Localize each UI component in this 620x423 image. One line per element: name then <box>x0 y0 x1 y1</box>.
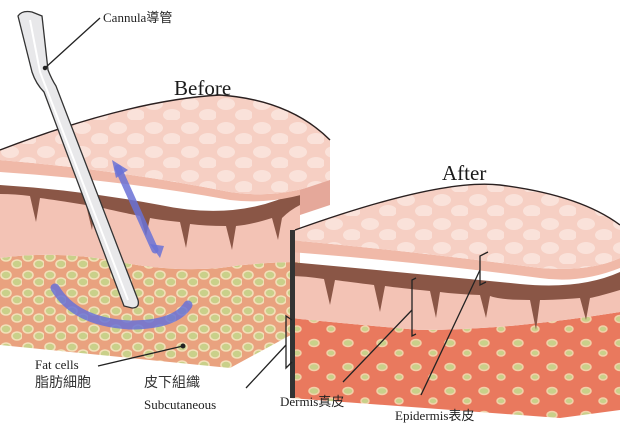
subcutaneous-label-zh: 皮下組織 <box>144 375 200 391</box>
subcutaneous-label-en: Subcutaneous <box>144 397 217 412</box>
epidermis-label: Epidermis表皮 <box>395 408 475 423</box>
after-title: After <box>442 161 487 185</box>
cannula-label: Cannula導管 <box>103 10 173 25</box>
label-pointer-lines <box>42 17 489 396</box>
after-skin-block <box>290 183 620 418</box>
dermis-label: Dermis真皮 <box>280 394 345 409</box>
fat-cells-label-zh: 脂肪細胞 <box>35 375 91 391</box>
fat-cells-label-en: Fat cells <box>35 357 79 372</box>
before-skin-block <box>0 94 331 368</box>
before-title: Before <box>174 76 232 100</box>
cannula-motion-arrows <box>50 160 193 330</box>
cannula-icon <box>17 10 140 309</box>
